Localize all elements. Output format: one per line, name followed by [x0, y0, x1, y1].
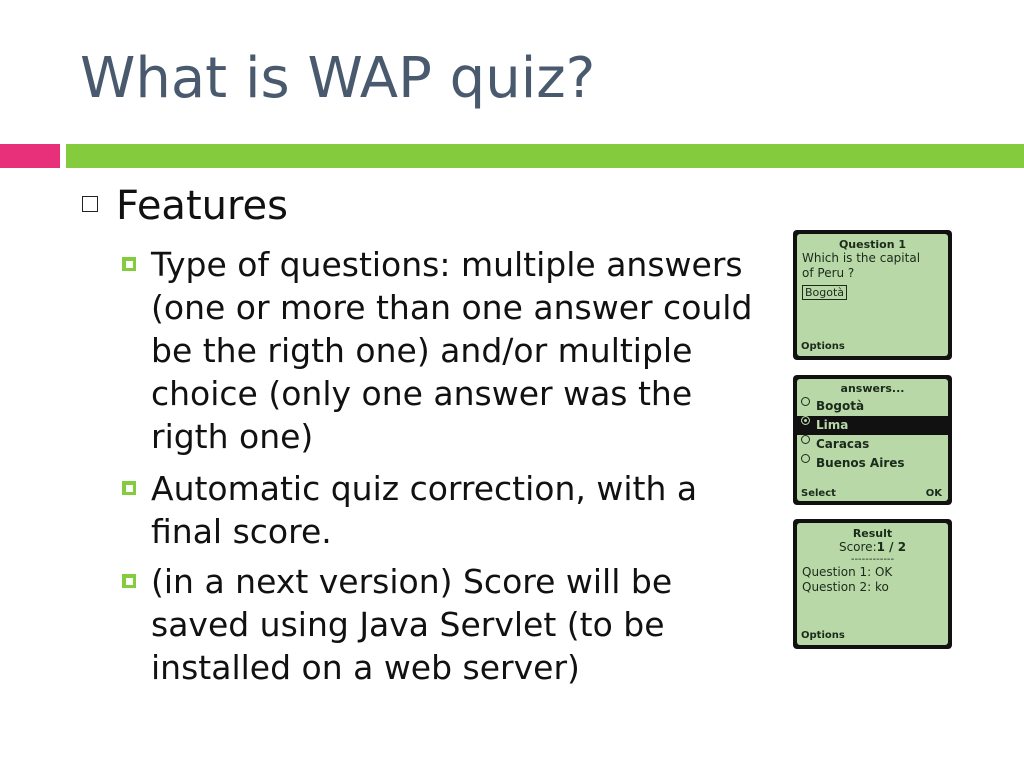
score-value: 1 / 2 [876, 540, 907, 554]
accent-bar-green [66, 144, 1024, 168]
green-square-bullet-icon [122, 257, 136, 271]
radio-selected-icon [801, 416, 810, 425]
accent-bar-pink [0, 144, 60, 168]
radio-icon [801, 454, 810, 463]
list-item-text: Automatic quiz correction, with a final … [151, 469, 698, 551]
separator: ------------ [850, 554, 895, 565]
question-text-line: Which is the capital [802, 251, 921, 265]
score-label: Score: [838, 540, 877, 554]
result-line: Question 1: OK [802, 565, 893, 579]
list-item-text: Type of questions: multiple answers (one… [151, 245, 753, 456]
screen-title: Question 1 [838, 238, 907, 251]
phone-screenshot-result: Result Score:1 / 2 ------------ Question… [793, 519, 952, 649]
square-bullet-icon [82, 196, 98, 212]
radio-option-label: Buenos Aires [816, 456, 905, 470]
radio-icon [801, 435, 810, 444]
screen-title: Result [852, 527, 893, 540]
softkey-left: Options [801, 341, 845, 352]
list-item: Type of questions: multiple answers (one… [122, 243, 762, 458]
phone-screen: answers... Bogotà Lima Caracas Buenos Ai… [797, 379, 948, 501]
softkey-left: Options [801, 630, 845, 641]
list-item: Automatic quiz correction, with a final … [122, 467, 762, 553]
list-item-text: (in a next version) Score will be saved … [151, 562, 673, 687]
radio-option-label: Caracas [816, 437, 870, 451]
phone-screen: Question 1 Which is the capital of Peru … [797, 234, 948, 356]
radio-option: Caracas [797, 435, 948, 454]
radio-icon [801, 397, 810, 406]
radio-option: Bogotà [797, 397, 948, 416]
radio-option: Buenos Aires [797, 454, 948, 473]
softkey-right: OK [925, 488, 942, 499]
radio-option-selected: Lima [797, 416, 948, 435]
green-square-bullet-icon [122, 574, 136, 588]
phone-screenshot-question: Question 1 Which is the capital of Peru … [793, 230, 952, 360]
radio-option-label: Lima [816, 418, 849, 432]
features-heading: Features [82, 182, 288, 230]
phone-screen: Result Score:1 / 2 ------------ Question… [797, 523, 948, 645]
phone-screenshot-answers: answers... Bogotà Lima Caracas Buenos Ai… [793, 375, 952, 505]
score-line: Score:1 / 2 [797, 540, 948, 555]
features-heading-label: Features [116, 183, 288, 229]
result-line: Question 2: ko [802, 580, 889, 594]
question-text-line: of Peru ? [802, 266, 855, 280]
green-square-bullet-icon [122, 481, 136, 495]
slide-title: What is WAP quiz? [80, 46, 596, 111]
answer-field: Bogotà [802, 285, 848, 300]
radio-option-label: Bogotà [816, 399, 865, 413]
softkey-left: Select [801, 488, 836, 499]
list-item: (in a next version) Score will be saved … [122, 560, 762, 689]
screen-title: answers... [840, 382, 905, 395]
